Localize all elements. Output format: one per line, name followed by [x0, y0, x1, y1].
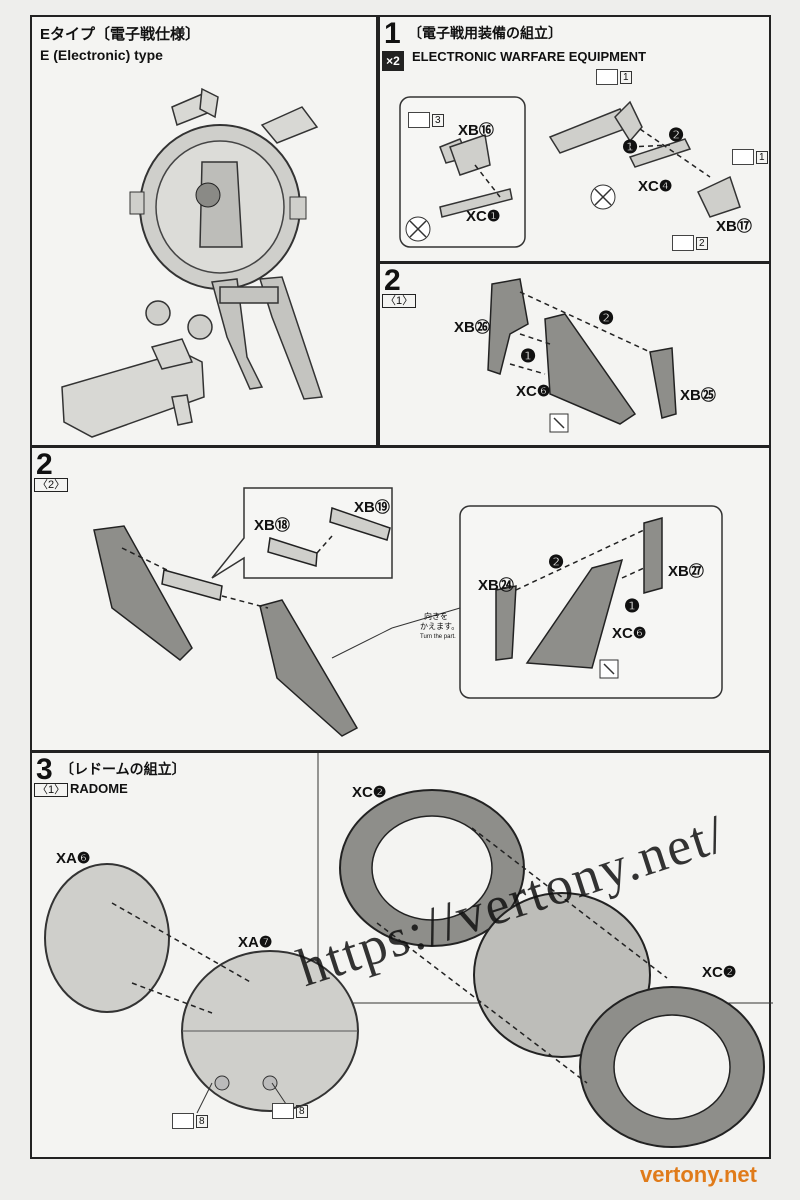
cut-mark-icon [408, 112, 430, 128]
panel-step-3: 3 〈1〉 〔レドームの組立〕 RADOME XA❻ XA [30, 751, 773, 1159]
order-1: ❶ [520, 346, 537, 366]
order-2: ❷ [598, 308, 615, 328]
cut-mark-icon [596, 69, 618, 85]
panel-e-type: Eタイプ〔電子戦仕様〕 E (Electronic) type [30, 15, 378, 447]
note-jp-1: 向きを [424, 612, 448, 621]
cut-mark-icon [672, 235, 694, 251]
step-2b-sub: 〈2〉 [34, 478, 69, 492]
order-2: ❷ [668, 125, 685, 145]
step-2a-number: 2 [384, 264, 401, 297]
cut-mark-icon [272, 1103, 294, 1119]
part-xb17: XB⑰ [716, 218, 752, 235]
order-1: ❶ [624, 596, 641, 616]
step-2b-number: 2 [36, 448, 53, 481]
cut-mark-icon [172, 1113, 194, 1129]
part-xb16: XB⑯ [458, 122, 494, 139]
note-jp-2: かえます。 [420, 622, 460, 631]
watermark-site: vertony.net [640, 1162, 757, 1187]
order-1: ❶ [622, 137, 639, 157]
part-xb25: XB㉕ [680, 387, 716, 404]
part-xa7: XA❼ [238, 934, 273, 951]
step-2b-illustration [93, 487, 723, 737]
step-3-number: 3 [36, 753, 53, 786]
step-2a-sub: 〈1〉 [382, 294, 417, 308]
e-type-title-jp: Eタイプ〔電子戦仕様〕 [40, 26, 201, 43]
step-3-sub: 〈1〉 [34, 783, 69, 797]
badge-1a: 1 [620, 71, 632, 84]
badge-1b: 1 [756, 151, 768, 164]
panel-step-2-1: 2 〈1〉 XB㉖ XC❻ XB㉕ ❶ ❷ [378, 262, 771, 447]
part-xb19: XB⑲ [354, 499, 390, 516]
part-xa6: XA❻ [56, 850, 91, 867]
multiplier-badge: ×2 [382, 51, 404, 71]
step-3-title-jp: 〔レドームの組立〕 [60, 761, 186, 777]
badge-8a: 8 [196, 1115, 208, 1128]
step-1-title-en: ELECTRONIC WARFARE EQUIPMENT [412, 49, 647, 64]
order-2: ❷ [548, 552, 565, 572]
panel-step-1: 1 ×2 〔電子戦用装備の組立〕 ELECTRONIC WARFARE EQUI… [378, 15, 771, 263]
e-type-illustration [61, 87, 324, 438]
part-xc6: XC❻ [516, 383, 551, 400]
panel-step-2-2: 2 〈2〉 [30, 446, 771, 752]
step-3-illustration [44, 753, 773, 1148]
cut-mark-icon [732, 149, 754, 165]
step-1-title-jp: 〔電子戦用装備の組立〕 [408, 25, 562, 41]
e-type-title-en: E (Electronic) type [40, 47, 163, 63]
part-xc6: XC❻ [612, 625, 647, 642]
part-xb26: XB㉖ [454, 319, 490, 336]
note-en: Turn the part. [420, 634, 456, 640]
badge-3: 3 [432, 114, 444, 127]
part-xb18: XB⑱ [254, 517, 290, 534]
part-xc4: XC❹ [638, 178, 673, 195]
part-xc2-top: XC❷ [352, 784, 387, 801]
badge-8b: 8 [296, 1105, 308, 1118]
step-1-illustration [399, 96, 741, 248]
part-xc1: XC❶ [466, 208, 501, 225]
part-xb27: XB㉗ [668, 563, 704, 580]
badge-2: 2 [696, 237, 708, 250]
part-xc2-bottom: XC❷ [702, 964, 737, 981]
step-2a-illustration [487, 278, 677, 433]
step-1-number: 1 [384, 17, 401, 50]
part-xb24: XB㉔ [478, 577, 514, 594]
step-3-title-en: RADOME [70, 781, 128, 796]
